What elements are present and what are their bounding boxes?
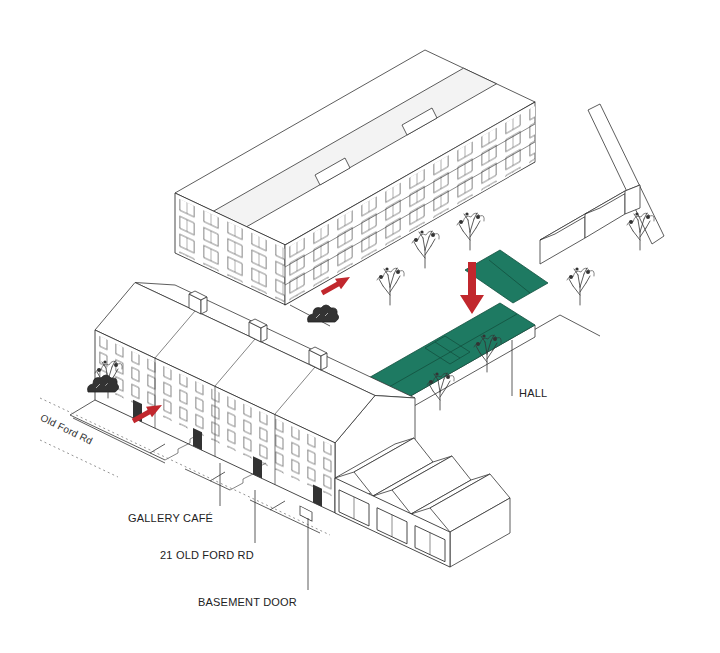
front-gardens: [70, 400, 320, 533]
street-name: Old Ford Rd: [38, 411, 95, 448]
building-label: BASEMENT DOOR: [198, 596, 297, 609]
street-lines: [40, 398, 330, 535]
building-label: 21 OLD FORD RD: [160, 549, 254, 562]
building-label: HALL: [519, 387, 547, 400]
shop-block: [335, 438, 510, 567]
courtyard-trees: [308, 212, 655, 322]
garden-tree: [95, 360, 122, 398]
rear-buildings: [540, 104, 664, 264]
entrance-arrows: [132, 262, 484, 423]
courtyard-trees: [427, 334, 501, 410]
building-label: GALLERY CAFÉ: [128, 512, 213, 525]
garden-bush: [88, 375, 119, 392]
leader-lines: [220, 340, 512, 590]
